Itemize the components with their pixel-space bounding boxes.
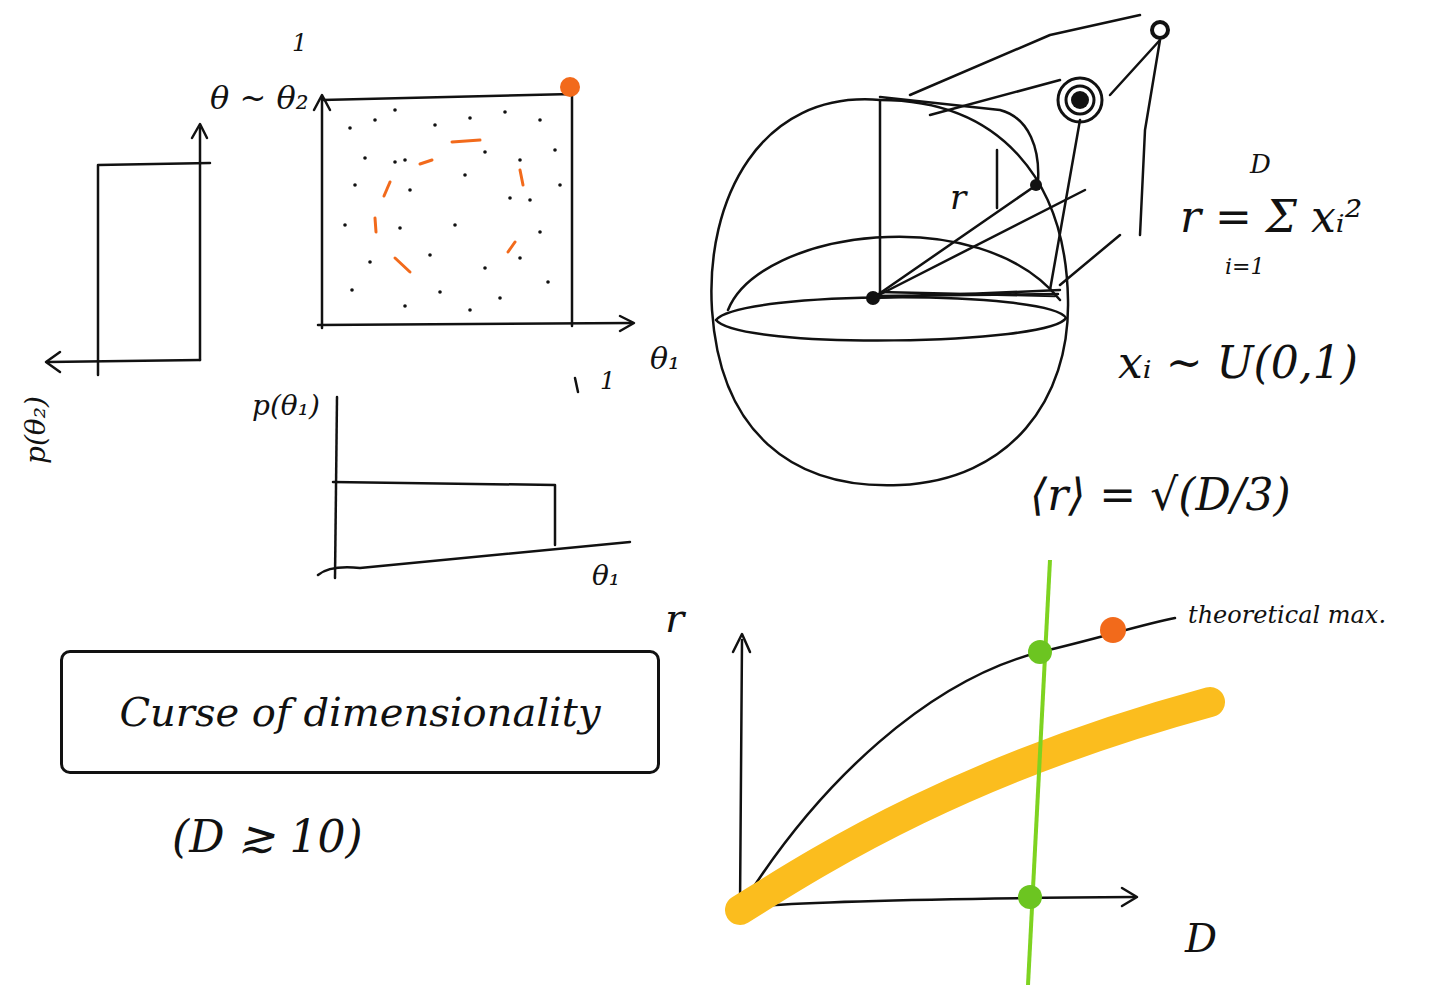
arrowhead bbox=[192, 124, 207, 138]
projection-line bbox=[1060, 235, 1120, 285]
point bbox=[1030, 179, 1042, 191]
axis bbox=[318, 323, 632, 325]
sketch-label: D bbox=[1185, 915, 1217, 961]
projection-line bbox=[1050, 120, 1080, 290]
sketch-label: ⟨r⟩ = √(D/3) bbox=[1030, 470, 1291, 521]
sketch-label: θ₁ bbox=[592, 560, 620, 592]
title-box: Curse of dimensionality bbox=[60, 650, 660, 774]
sketch-label: i=1 bbox=[1225, 254, 1264, 279]
tick bbox=[575, 378, 578, 392]
projection-line bbox=[1110, 40, 1160, 95]
sketch-label: 1 bbox=[292, 30, 307, 58]
sketch-label: r = Σ xᵢ² bbox=[1180, 192, 1362, 243]
radius-line bbox=[873, 290, 1060, 298]
axis-line bbox=[879, 100, 882, 298]
meridian bbox=[728, 237, 1060, 310]
point bbox=[1152, 22, 1168, 38]
sketch-label: (D ≳ 10) bbox=[172, 812, 363, 863]
unit-square bbox=[322, 94, 572, 326]
axis bbox=[740, 640, 742, 908]
orange-point bbox=[560, 77, 580, 97]
point bbox=[1066, 86, 1094, 114]
projection-line bbox=[910, 15, 1140, 95]
orange-point bbox=[1100, 617, 1126, 643]
box-text: Curse of dimensionality bbox=[119, 689, 600, 735]
axis bbox=[335, 397, 337, 578]
orange-circle bbox=[375, 140, 523, 272]
green-point bbox=[1028, 640, 1052, 664]
point bbox=[1071, 91, 1089, 109]
projection-line bbox=[930, 80, 1060, 115]
axis bbox=[321, 98, 324, 328]
sketch-label: p(θ₂) bbox=[20, 396, 52, 464]
arrowhead bbox=[733, 634, 750, 652]
sketch-label: θ ~ θ₂ bbox=[210, 80, 309, 117]
histogram bbox=[333, 482, 555, 545]
sketch-label: theoretical max. bbox=[1188, 602, 1386, 630]
sphere-arc bbox=[880, 97, 1038, 182]
arrowhead bbox=[46, 352, 60, 372]
radius-line bbox=[873, 190, 1085, 298]
sketch-label: 1 bbox=[600, 368, 615, 396]
axis bbox=[740, 897, 1134, 908]
axis bbox=[48, 360, 200, 362]
point bbox=[1058, 78, 1102, 122]
projection-line bbox=[1140, 40, 1160, 235]
green-line bbox=[1028, 560, 1050, 985]
green-point bbox=[1018, 885, 1042, 909]
sketch-label: p(θ₁) bbox=[252, 390, 320, 422]
yellow-band bbox=[740, 702, 1210, 910]
sketch-label: θ₁ bbox=[650, 342, 680, 377]
sketch-label: r bbox=[665, 595, 684, 641]
tick bbox=[996, 150, 999, 208]
sketch-label: xᵢ ~ U(0,1) bbox=[1118, 338, 1358, 389]
equator bbox=[716, 297, 1066, 340]
sketch-label: r bbox=[950, 178, 966, 217]
axis bbox=[318, 542, 630, 575]
histogram bbox=[98, 163, 210, 375]
scatter-points bbox=[343, 108, 562, 312]
arrowhead bbox=[1122, 888, 1137, 906]
sphere bbox=[711, 99, 1068, 485]
sketch-label: D bbox=[1250, 150, 1271, 180]
arrowhead bbox=[314, 95, 330, 110]
arrowhead bbox=[620, 316, 634, 331]
center-point bbox=[866, 291, 880, 305]
